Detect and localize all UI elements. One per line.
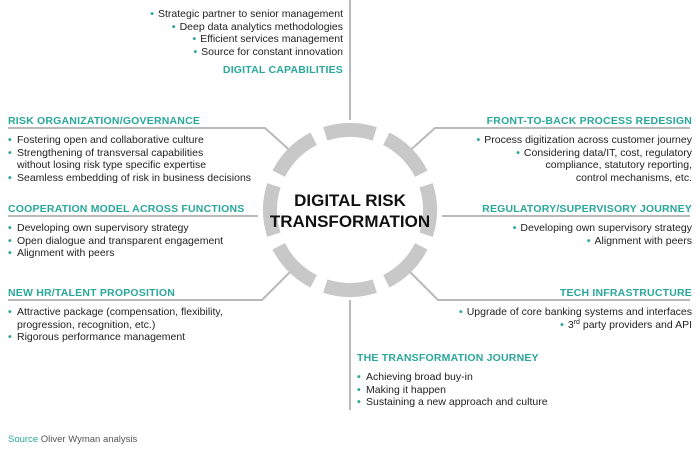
section-title: COOPERATION MODEL ACROSS FUNCTIONS <box>8 203 245 215</box>
list-item: •Developing own supervisory strategy <box>8 222 189 234</box>
source-text: Oliver Wyman analysis <box>40 434 138 445</box>
section-title: NEW HR/TALENT PROPOSITION <box>8 287 175 299</box>
connector-hr-talent <box>8 271 291 301</box>
list-item: •Achieving broad buy-in <box>357 371 473 383</box>
ring-segment <box>382 242 428 288</box>
segmented-ring <box>263 123 437 297</box>
source-label: Source <box>8 434 39 445</box>
section-front-to-back: FRONT-TO-BACK PROCESS REDESIGN •Process … <box>477 115 692 184</box>
ring-segment <box>272 132 318 178</box>
list-item: •Attractive package (compensation, flexi… <box>8 306 223 331</box>
section-title: REGULATORY/SUPERVISORY JOURNEY <box>482 203 692 215</box>
center-title: DIGITAL RISK TRANSFORMATION <box>250 190 450 232</box>
connector-front-to-back <box>404 127 690 156</box>
connector-tech <box>409 271 690 301</box>
ring-segment <box>419 183 437 237</box>
connector-lines <box>8 0 690 410</box>
list-item: •Seamless embedding of risk in business … <box>8 171 252 184</box>
list-item: •Upgrade of core banking systems and int… <box>459 306 692 318</box>
section-tech-infrastructure: TECH INFRASTRUCTURE •Upgrade of core ban… <box>459 287 692 331</box>
list-item: •Open dialogue and transparent engagemen… <box>8 234 224 247</box>
ring-segment <box>382 132 428 178</box>
list-item: •Fostering open and collaborative cultur… <box>8 134 204 146</box>
list-item: •Strengthening of transversal capabiliti… <box>8 146 207 172</box>
source-note: Source Oliver Wyman analysis <box>8 434 137 445</box>
list-item: •Deep data analytics methodologies <box>171 20 343 33</box>
section-hr-talent: NEW HR/TALENT PROPOSITION •Attractive pa… <box>8 287 223 344</box>
ring-segment <box>272 242 318 288</box>
list-item: •3rd party providers and API <box>560 318 692 331</box>
section-risk-organization: RISK ORGANIZATION/GOVERNANCE •Fostering … <box>8 115 251 184</box>
list-item: •Sustaining a new approach and culture <box>357 396 548 408</box>
center-title-line1: DIGITAL RISK <box>294 191 406 210</box>
section-title: TECH INFRASTRUCTURE <box>559 287 692 299</box>
section-title: THE TRANSFORMATION JOURNEY <box>357 352 539 364</box>
list-item: •Alignment with peers <box>586 234 692 247</box>
list-item: •Source for constant innovation <box>193 45 343 58</box>
section-digital-capabilities: •Strategic partner to senior management … <box>150 8 343 76</box>
center-title-line2: TRANSFORMATION <box>269 212 431 231</box>
ring-segment <box>263 183 281 237</box>
section-title: FRONT-TO-BACK PROCESS REDESIGN <box>486 115 692 127</box>
section-title: DIGITAL CAPABILITIES <box>222 64 343 76</box>
ring-segment <box>323 123 377 141</box>
section-regulatory-journey: REGULATORY/SUPERVISORY JOURNEY •Developi… <box>482 203 692 247</box>
connector-risk-organization <box>8 127 296 156</box>
list-item: •Process digitization across customer jo… <box>476 134 692 146</box>
section-transformation-journey: THE TRANSFORMATION JOURNEY •Achieving br… <box>357 352 548 409</box>
list-item: •Efficient services management <box>192 33 343 45</box>
list-item: •Strategic partner to senior management <box>150 8 343 20</box>
list-item: •Rigorous performance management <box>8 331 186 343</box>
section-title: RISK ORGANIZATION/GOVERNANCE <box>8 115 201 127</box>
list-item: •Making it happen <box>357 383 446 396</box>
ring-segment <box>323 279 377 297</box>
list-item: •Developing own supervisory strategy <box>512 222 692 234</box>
section-cooperation-model: COOPERATION MODEL ACROSS FUNCTIONS •Deve… <box>8 203 244 260</box>
list-item: •Alignment with peers <box>8 247 115 259</box>
